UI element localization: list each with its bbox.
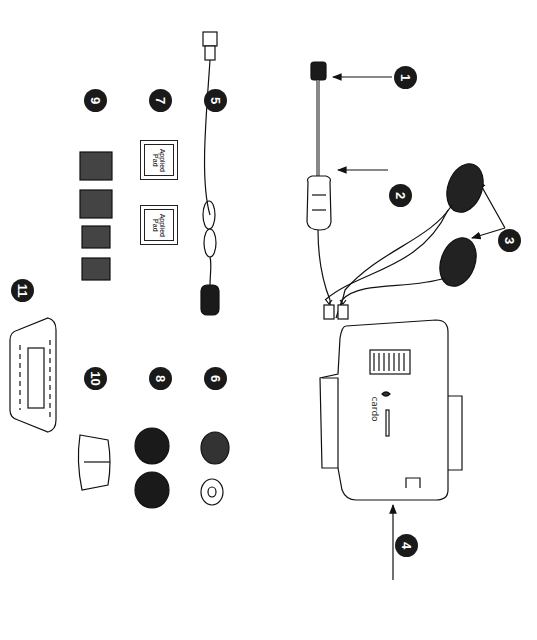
callout-number: 9 (89, 97, 102, 104)
callout-number: 6 (209, 375, 222, 382)
callout-number: 5 (209, 97, 222, 104)
speaker (440, 159, 489, 218)
adhesive-pad (82, 226, 110, 248)
callout-number: 2 (394, 192, 407, 199)
adhesive-pad (82, 258, 110, 280)
callout-number: 1 (399, 74, 412, 81)
pad-border: Applied Pad (144, 209, 174, 241)
connector (324, 305, 334, 319)
microphone-head (311, 62, 326, 80)
connector (338, 305, 348, 319)
callout-number: 10 (84, 367, 107, 390)
velcro-disc (135, 428, 169, 464)
callout-number: 5 (204, 89, 227, 112)
applied-pad: Applied Pad (140, 140, 178, 180)
callout-number: 1 (394, 66, 417, 89)
boom-clip (307, 176, 331, 230)
headset-cradle: cardo (316, 318, 466, 503)
applied-pad: Applied Pad (140, 205, 178, 245)
callout-number: 8 (149, 367, 172, 390)
brand-logo: cardo (370, 396, 380, 421)
mounting-plate (10, 318, 56, 432)
velcro-strip (78, 435, 110, 490)
callout-number: 8 (154, 375, 167, 382)
leader-arrow (338, 169, 388, 170)
callout-number: 3 (498, 229, 521, 252)
cable-end (201, 285, 219, 315)
pad-border: Applied Pad (144, 144, 174, 176)
callout-number: 7 (149, 89, 172, 112)
speaker (433, 233, 482, 292)
speaker-wire (336, 278, 445, 318)
callout-number: 7 (154, 97, 167, 104)
adhesive-pad (80, 190, 112, 218)
callout-number: 3 (503, 237, 516, 244)
pad-label: Applied Pad (152, 146, 167, 174)
velcro-disc (135, 472, 169, 508)
leader-arrow (392, 505, 393, 580)
speaker-wire (338, 205, 452, 318)
callout-number: 10 (89, 371, 102, 385)
pad-label: Applied Pad (152, 211, 167, 239)
callout-number: 6 (204, 367, 227, 390)
callout-number: 4 (400, 542, 413, 549)
leader-arrow (333, 76, 392, 77)
mic-ring (201, 479, 223, 505)
microphone-boom (317, 80, 320, 185)
callout-number: 2 (389, 184, 412, 207)
cable-plug (203, 32, 217, 46)
callout-number: 11 (11, 279, 34, 302)
speaker-wire (325, 210, 448, 300)
callout-number: 4 (395, 534, 418, 557)
adhesive-pad (80, 152, 112, 180)
callout-number: 9 (84, 89, 107, 112)
mic-foam (201, 432, 229, 464)
callout-number: 11 (16, 284, 29, 298)
cable (205, 60, 210, 215)
cradle-outline (316, 318, 466, 503)
